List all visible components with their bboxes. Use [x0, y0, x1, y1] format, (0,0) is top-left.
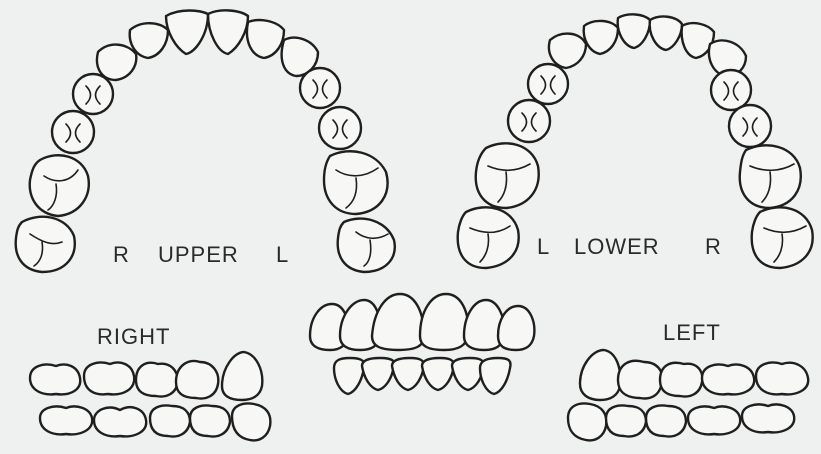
left-lower-molar [742, 404, 794, 432]
front-lower-tooth [334, 358, 364, 394]
lower-tooth-incisor [584, 21, 618, 54]
right-upper-canine [222, 352, 262, 400]
left-upper-premolar [660, 363, 702, 397]
left-view [568, 350, 808, 440]
front-upper-tooth [372, 294, 424, 350]
upper-tooth-r-central [166, 11, 208, 55]
lower-tooth-premolar [528, 64, 568, 104]
upper-arch [16, 10, 395, 272]
lower-tooth-canine [549, 34, 586, 68]
lower-arch [458, 14, 813, 268]
right-lower-premolar [150, 406, 190, 437]
right-lower-molar [94, 407, 146, 436]
left-lower-premolar [646, 406, 686, 437]
right-lower-molar [40, 406, 92, 434]
left-upper-molar [756, 363, 808, 395]
left-lower-premolar [606, 406, 646, 437]
lower-tooth-molar [476, 143, 539, 208]
front-upper-tooth [498, 306, 534, 350]
front-lower-tooth [452, 358, 484, 390]
upper-arch-title: UPPER [158, 244, 239, 266]
front-upper-tooth [420, 294, 468, 350]
upper-tooth-l-central [208, 10, 248, 54]
upper-arch-left-label: L [276, 244, 289, 266]
upper-tooth-r-molar-1 [30, 155, 89, 216]
upper-tooth-r-premolar-2 [52, 111, 94, 153]
left-upper-canine [580, 350, 620, 400]
front-view [310, 294, 534, 394]
right-upper-premolar [136, 363, 178, 397]
lower-tooth-premolar [711, 70, 751, 110]
right-upper-molar [84, 363, 134, 395]
right-view-label: RIGHT [97, 326, 170, 348]
upper-tooth-r-premolar-1 [73, 74, 113, 114]
lower-arch-title: LOWER [574, 236, 660, 258]
front-lower-tooth [480, 358, 511, 394]
left-view-label: LEFT [663, 322, 721, 344]
lower-tooth-premolar [729, 105, 771, 147]
upper-arch-right-label: R [113, 244, 130, 266]
right-view [30, 352, 270, 440]
front-lower-tooth [362, 358, 394, 390]
upper-tooth-l-premolar-2 [319, 107, 361, 149]
front-lower-tooth [392, 358, 424, 390]
right-upper-molar [30, 365, 80, 395]
lower-tooth-incisor [650, 17, 682, 50]
left-lower-canine [568, 404, 606, 441]
lower-arch-left-label: L [537, 236, 550, 258]
front-lower-tooth [422, 358, 454, 390]
upper-tooth-l-lateral [247, 20, 284, 58]
upper-tooth-r-molar-2 [16, 217, 75, 272]
left-upper-molar [702, 365, 754, 395]
lower-tooth-incisor [618, 14, 650, 48]
right-upper-premolar [176, 361, 218, 399]
lower-arch-right-label: R [705, 236, 722, 258]
upper-tooth-l-premolar-1 [300, 68, 340, 108]
right-lower-canine [232, 404, 270, 441]
left-upper-premolar [618, 361, 662, 399]
right-lower-premolar [190, 406, 230, 437]
left-lower-molar [688, 406, 740, 434]
upper-tooth-r-canine [97, 45, 136, 80]
lower-tooth-premolar [508, 100, 550, 142]
